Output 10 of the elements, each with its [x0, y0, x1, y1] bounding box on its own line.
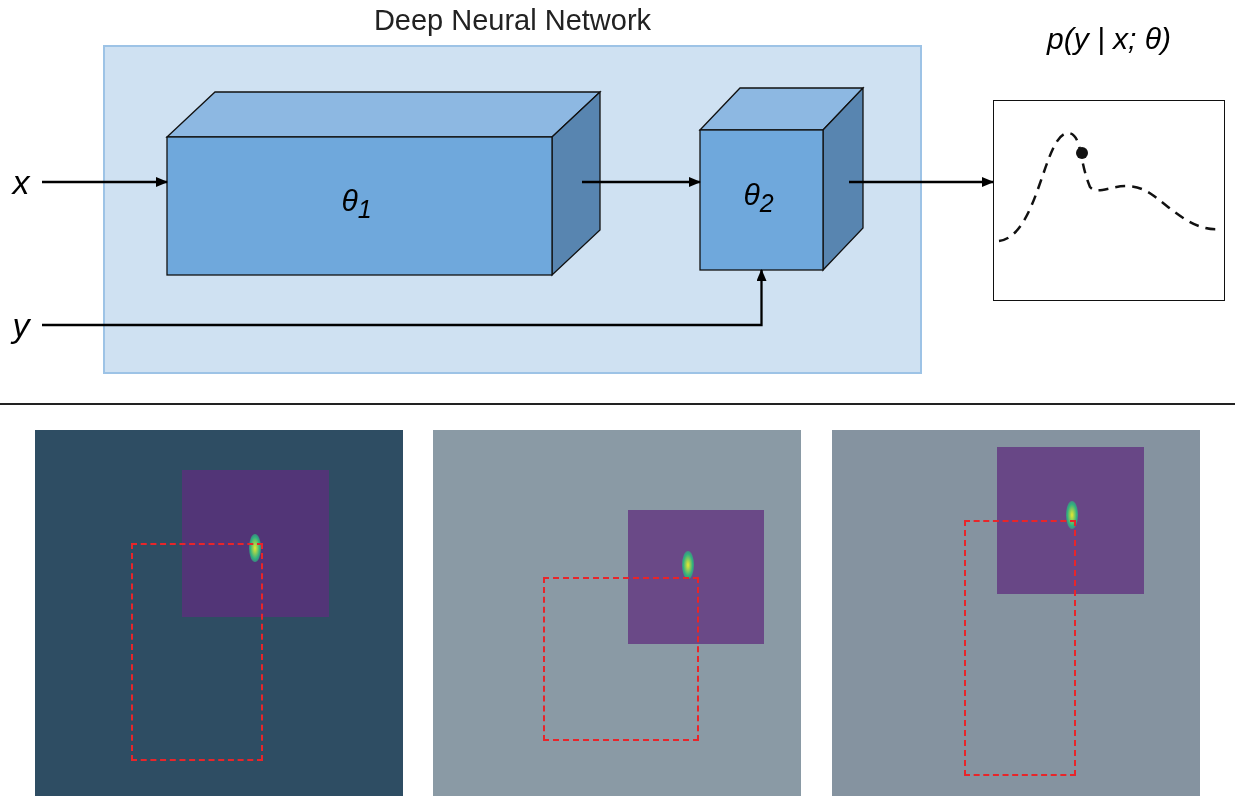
arrow — [582, 177, 701, 187]
group-title: Deep Neural Network — [372, 4, 653, 37]
plot-title: p(y | x; θ) — [1045, 22, 1173, 56]
parameter-label: θ$_{1}$ — [341, 184, 372, 224]
arrow — [42, 269, 767, 327]
arrow — [849, 177, 994, 187]
arrow — [42, 177, 168, 187]
variable-label: x — [6, 162, 36, 202]
variable-label: y — [6, 305, 36, 345]
parameter-label: θ$_{2}$ — [743, 178, 774, 218]
